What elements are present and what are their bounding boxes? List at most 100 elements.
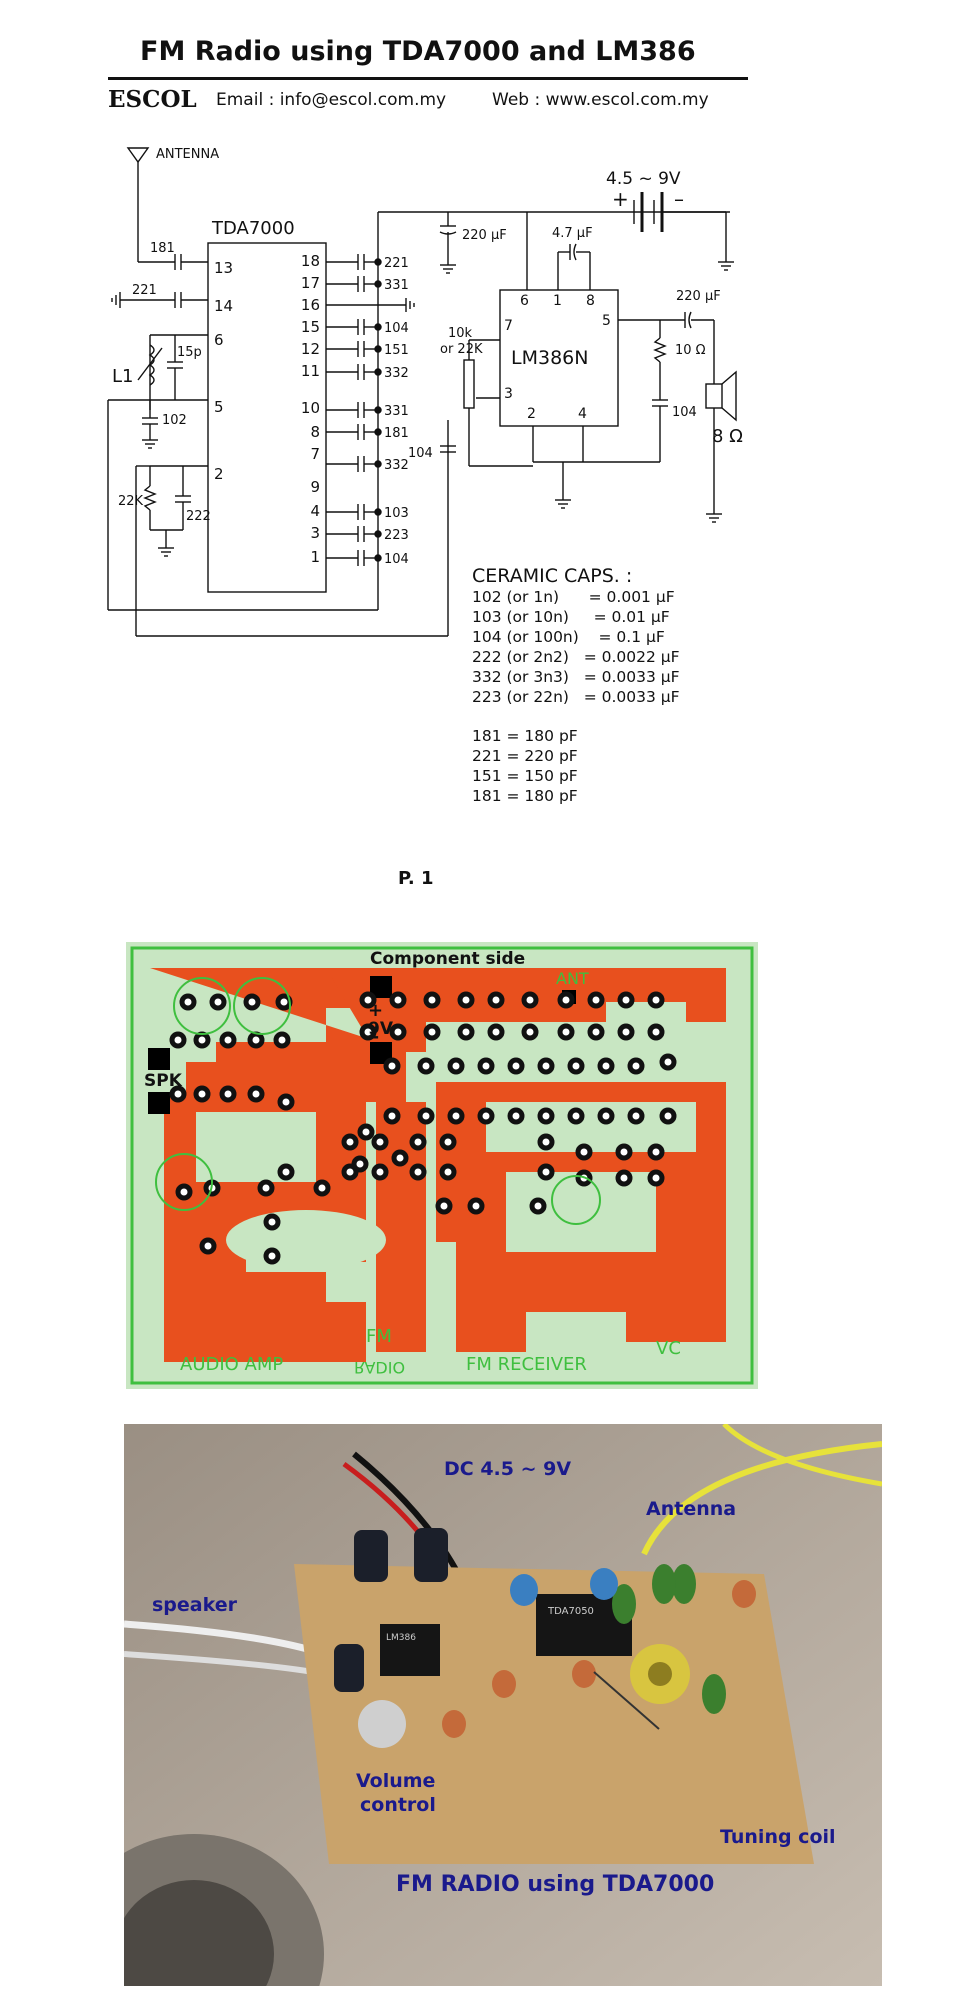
pcb-minus: -	[372, 1027, 379, 1047]
cap-label: 222	[186, 509, 211, 524]
pcb-pad	[243, 993, 261, 1011]
photo-label-dc: DC 4.5 ~ 9V	[444, 1458, 572, 1480]
pcb-pad	[247, 1031, 265, 1049]
cap-104-amp-label: 104	[672, 405, 697, 420]
pcb-fm-receiver: FM RECEIVER	[466, 1354, 587, 1375]
ceramic-line: 223 (or 22n) = 0.0033 µF	[472, 688, 680, 706]
pcb-pad	[357, 1123, 375, 1141]
capacitor-electrolytic	[354, 1530, 388, 1582]
lm-pin: 5	[602, 313, 611, 329]
battery-minus: –	[674, 187, 684, 211]
cap-220uf-out-label: 220 µF	[676, 289, 721, 304]
pcb-pad	[435, 1197, 453, 1215]
cap-label: 223	[384, 528, 409, 543]
lm386-chip	[380, 1624, 440, 1676]
tda-pin: 16	[301, 296, 320, 314]
pot-label: 10k	[448, 326, 473, 341]
pot-alt-label: or 22K	[440, 342, 483, 357]
pcb-pad	[647, 1023, 665, 1041]
tda-pin: 6	[214, 331, 224, 349]
pf-line: 181 = 180 pF	[472, 787, 578, 805]
antenna-label: ANTENNA	[156, 147, 219, 162]
lm-pin: 6	[520, 293, 529, 309]
pcb-pad	[341, 1133, 359, 1151]
pcb-pad	[477, 1107, 495, 1125]
pcb-pad	[263, 1213, 281, 1231]
pcb-pad	[647, 1143, 665, 1161]
pcb-pad	[557, 991, 575, 1009]
lm386-label: LM386N	[511, 347, 588, 369]
pcb-pad	[467, 1197, 485, 1215]
tda-pin: 8	[310, 423, 320, 441]
cap-220uf-label: 220 µF	[462, 228, 507, 243]
pf-line: 221 = 220 pF	[472, 747, 578, 765]
photo-label-tuning: Tuning coil	[720, 1826, 836, 1848]
pcb-pad	[659, 1107, 677, 1125]
cap-4u7-label: 4.7 µF	[552, 226, 593, 241]
ceramic-line: 102 (or 1n) = 0.001 µF	[472, 588, 675, 606]
photo-label-volume: Volume	[356, 1770, 436, 1792]
tda-pin: 18	[301, 252, 320, 270]
pcb-pad	[409, 1133, 427, 1151]
pcb-spk: SPK	[144, 1071, 183, 1091]
cap-label: 221	[132, 283, 157, 298]
chip-lm386-text: LM386	[386, 1633, 416, 1643]
pcb-pad	[439, 1133, 457, 1151]
cap-label: 104	[384, 321, 409, 336]
email-text: Email : info@escol.com.my	[216, 90, 447, 110]
volume-pot	[463, 359, 475, 409]
pcb-pad	[409, 1163, 427, 1181]
ground-symbol	[706, 513, 722, 523]
pcb-vc: VC	[656, 1338, 681, 1359]
pcb-pad	[507, 1107, 525, 1125]
pcb-pad	[341, 1163, 359, 1181]
pcb-pad	[617, 991, 635, 1009]
pcb-layout: AUDIO AMP FM RADIO FM RECEIVER VC ANT Co…	[126, 942, 758, 1389]
tda-pin: 14	[214, 297, 233, 315]
pcb-pad	[647, 1169, 665, 1187]
pcb-pad	[423, 991, 441, 1009]
pf-line: 151 = 150 pF	[472, 767, 578, 785]
resistor-10ohm	[653, 337, 667, 363]
ceramic-line: 332 (or 3n3) = 0.0033 µF	[472, 668, 680, 686]
pcb-pad	[359, 991, 377, 1009]
brand-logo: ESCOL	[108, 86, 197, 113]
ground-symbol	[718, 261, 734, 271]
cap-15p-label: 15p	[177, 345, 202, 360]
lm386-ic	[499, 289, 619, 427]
ground-symbol	[405, 298, 415, 312]
pcb-pad	[557, 1023, 575, 1041]
pcb-pad	[487, 1023, 505, 1041]
antenna-symbol: ANTENNA	[126, 147, 219, 262]
lm-pin: 7	[504, 318, 513, 334]
tda-pin: 15	[301, 318, 320, 336]
pcb-pad	[193, 1085, 211, 1103]
pcb-pad	[457, 1023, 475, 1041]
pcb-pad	[193, 1031, 211, 1049]
speaker-label: 8 Ω	[712, 426, 743, 447]
ground-symbol	[142, 439, 158, 449]
pcb-pad	[567, 1057, 585, 1075]
lm-pin: 4	[578, 406, 587, 422]
pcb-pad	[647, 991, 665, 1009]
pcb-pad	[627, 1107, 645, 1125]
pcb-plus: +	[368, 1000, 383, 1021]
pcb-pad	[439, 1163, 457, 1181]
pcb-pad	[277, 1093, 295, 1111]
pcb-pad	[169, 1085, 187, 1103]
pcb-pad	[615, 1169, 633, 1187]
ground-symbol	[555, 499, 571, 509]
cap-label: 221	[384, 256, 409, 271]
tda-pin: 5	[214, 398, 224, 416]
resistor-22k	[143, 485, 157, 511]
pcb-pad	[383, 1107, 401, 1125]
tda-pin: 7	[310, 445, 320, 463]
pcb-pad	[257, 1179, 275, 1197]
cap-label: 332	[384, 366, 409, 381]
tda7000-ic	[207, 242, 327, 593]
tda7000-label: TDA7000	[211, 218, 295, 239]
pcb-pad	[179, 993, 197, 1011]
pcb-pad	[247, 1085, 265, 1103]
pcb-pad	[627, 1057, 645, 1075]
